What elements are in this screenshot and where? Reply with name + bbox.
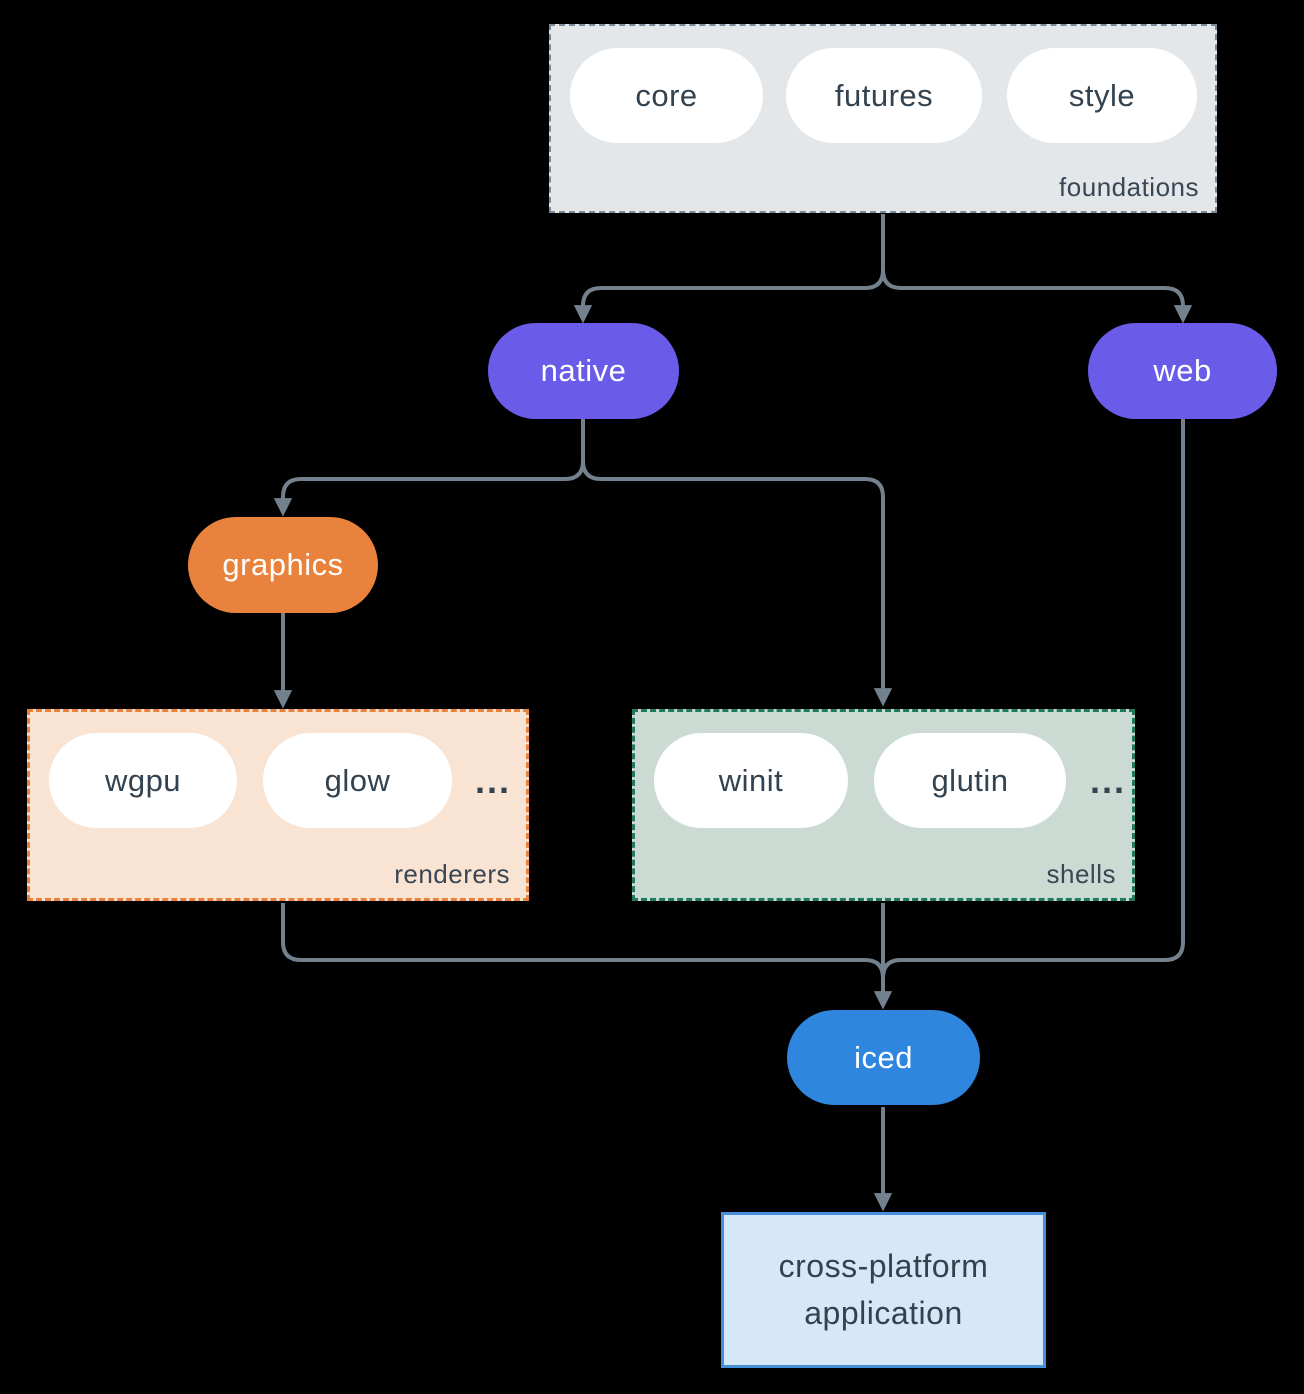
- node-style: style: [1007, 48, 1197, 143]
- application-label-line2: application: [804, 1295, 963, 1331]
- node-glow: glow: [263, 733, 452, 828]
- renderers-label: renderers: [394, 859, 510, 889]
- edge-web-merge: [881, 419, 1185, 979]
- renderers-ellipsis: ...: [474, 759, 511, 801]
- edge-native-shells: [581, 460, 893, 707]
- edge-renderers-merge: [281, 903, 885, 979]
- application-label-line1: cross-platform: [778, 1248, 989, 1284]
- shells-label: shells: [1046, 859, 1116, 889]
- node-winit: winit: [654, 733, 848, 828]
- node-native: native: [488, 323, 679, 419]
- node-glutin: glutin: [874, 733, 1066, 828]
- node-cross-platform-application: cross-platform application: [721, 1212, 1046, 1368]
- node-web: web: [1088, 323, 1277, 419]
- node-graphics: graphics: [188, 517, 378, 613]
- foundations-label: foundations: [1059, 172, 1199, 202]
- node-futures: futures: [786, 48, 982, 143]
- edge-foundations-native: [573, 214, 885, 324]
- shells-ellipsis: ...: [1089, 759, 1126, 801]
- node-iced: iced: [787, 1010, 980, 1105]
- node-core: core: [570, 48, 763, 143]
- node-wgpu: wgpu: [49, 733, 237, 828]
- edge-native-graphics: [273, 419, 585, 517]
- edge-foundations-web: [881, 269, 1193, 324]
